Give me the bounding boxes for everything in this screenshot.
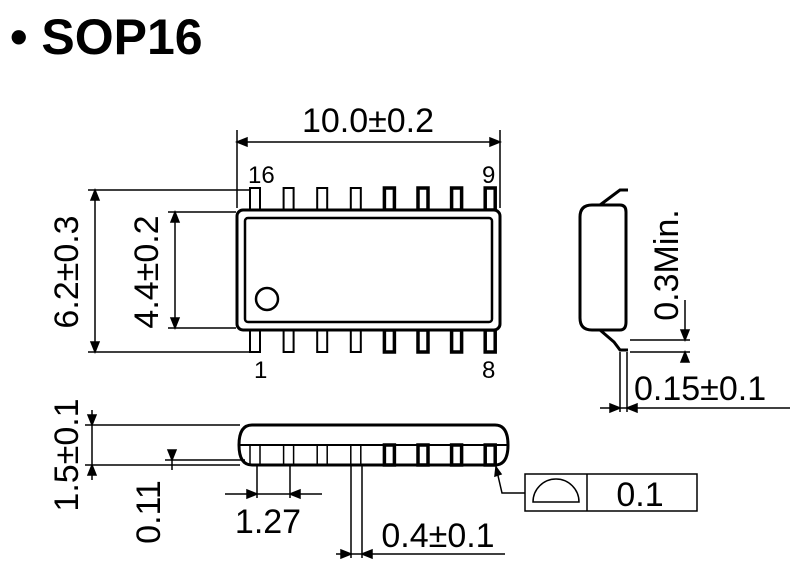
coplanarity-frame [494,464,698,512]
height-dimension-line [85,410,240,480]
lead-pin [382,328,397,354]
side-view [578,188,790,414]
lead-pin [416,328,430,354]
lead-pin [249,444,261,466]
lead-pin [483,328,497,354]
lead-thickness-label: 0.15±0.1 [634,370,766,408]
lead-pin [416,186,430,212]
body-width-dimension-line [168,209,236,331]
lead-pin [416,443,430,467]
height-label: 1.5±0.1 [48,398,86,511]
lead-pin [483,443,497,467]
lead-pin [350,444,362,466]
pin-label-9: 9 [482,162,495,189]
lead-pin [316,444,328,466]
length-dimension-line [234,130,503,208]
lead-pin [282,329,295,353]
profile-of-surface-icon [532,478,580,503]
standoff-label: 0.11 [130,480,168,544]
pitch-dimension-line [225,465,322,500]
lead-min-label: 0.3Min. [648,209,686,321]
coplanarity-label: 0.1 [616,476,663,514]
total-width-label: 6.2±0.3 [48,215,86,328]
body-width-label: 4.4±0.2 [128,215,166,328]
lead-pin [282,444,295,466]
pin-label-16: 16 [248,162,275,189]
lead-pin [449,186,464,212]
lead-pin [316,329,329,353]
lead-pin [349,329,362,353]
length-label: 10.0±0.2 [302,102,434,140]
lead-pin [449,443,464,467]
lead-pin [316,187,329,211]
lead-pin [249,187,261,211]
top-view [235,186,502,354]
lead-pin [249,329,261,353]
pin-label-8: 8 [482,357,495,384]
lead-width-dimension-line [336,465,505,560]
title: • SOP16 [10,9,203,65]
lead-width-label: 0.4±0.1 [381,517,494,555]
lead-pin [382,443,397,467]
total-width-dimension-line [88,187,250,355]
lead-pin [483,186,497,212]
pin-label-1: 1 [254,357,267,384]
pitch-label: 1.27 [235,503,301,541]
front-view [237,423,510,467]
lead-pin [349,187,362,211]
standoff-dimension-line [165,449,245,470]
pin1-marker [254,286,280,312]
lead-pin [382,186,397,212]
lead-pin [449,328,464,354]
lead-pin [282,187,295,211]
